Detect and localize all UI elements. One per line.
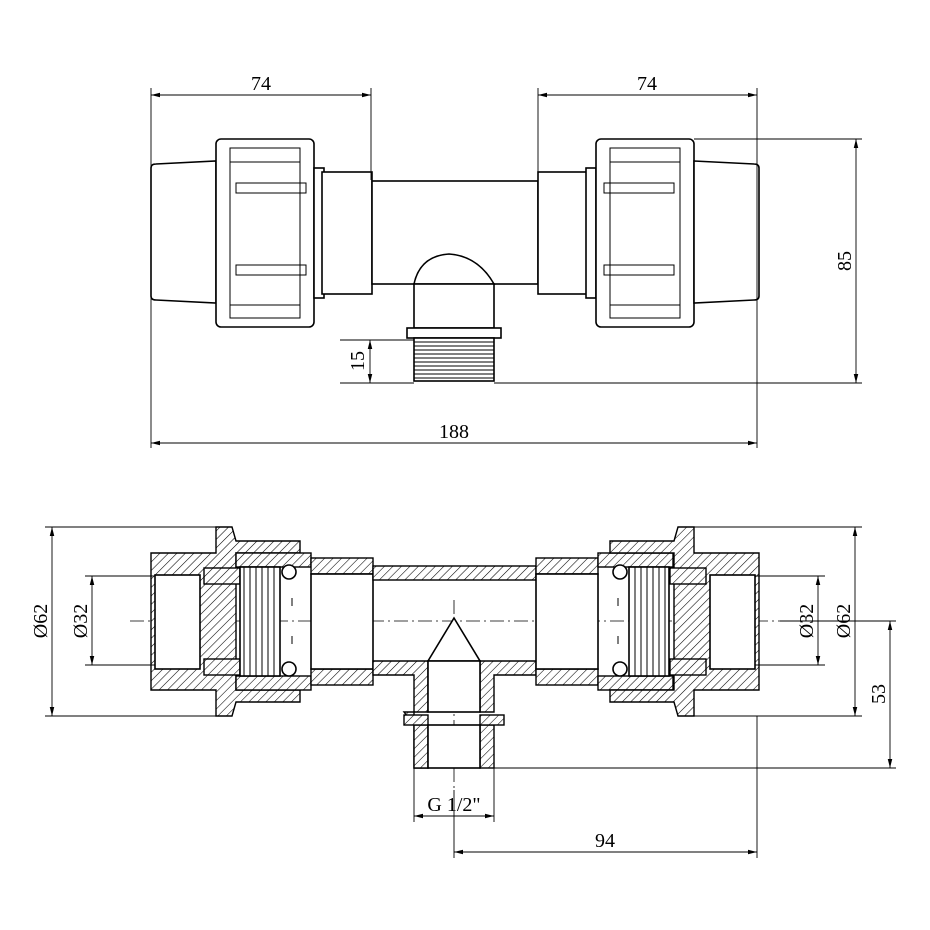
branch-outlet bbox=[413, 253, 496, 285]
dim-left-outer-diameter: Ø62 bbox=[30, 604, 52, 638]
left-pipe-end bbox=[150, 160, 217, 304]
right-collar bbox=[585, 167, 597, 299]
dim-left-inner-diameter: Ø32 bbox=[70, 604, 92, 638]
dim-top-left-74: 74 bbox=[251, 73, 271, 95]
tee-body-section bbox=[372, 565, 537, 769]
dim-top-right-74: 74 bbox=[637, 73, 657, 95]
dim-height-85: 85 bbox=[834, 251, 856, 271]
right-pipe-end bbox=[693, 160, 760, 304]
left-nut-section bbox=[150, 526, 301, 717]
dim-right-inner-diameter: Ø32 bbox=[796, 604, 818, 638]
right-nut-section bbox=[609, 526, 760, 717]
top-dimensions: 74 74 85 15 188 bbox=[150, 73, 862, 448]
dim-thread-size: G 1/2" bbox=[427, 794, 480, 816]
dim-branch-height-53: 53 bbox=[868, 684, 890, 704]
dim-branch-offset-94: 94 bbox=[595, 830, 615, 852]
left-insert-section bbox=[235, 552, 374, 691]
dim-thread-length-15: 15 bbox=[347, 351, 369, 371]
section-dimensions: Ø62 Ø32 Ø32 Ø62 53 G 1/2" 94 bbox=[30, 526, 896, 858]
dim-right-outer-diameter: Ø62 bbox=[833, 604, 855, 638]
top-view bbox=[150, 138, 760, 382]
dim-total-188: 188 bbox=[439, 421, 469, 443]
branch-thread bbox=[413, 337, 495, 382]
right-insert-section bbox=[535, 552, 674, 691]
right-union-nut bbox=[595, 138, 695, 328]
section-view bbox=[130, 526, 780, 790]
left-union-nut bbox=[215, 138, 315, 328]
